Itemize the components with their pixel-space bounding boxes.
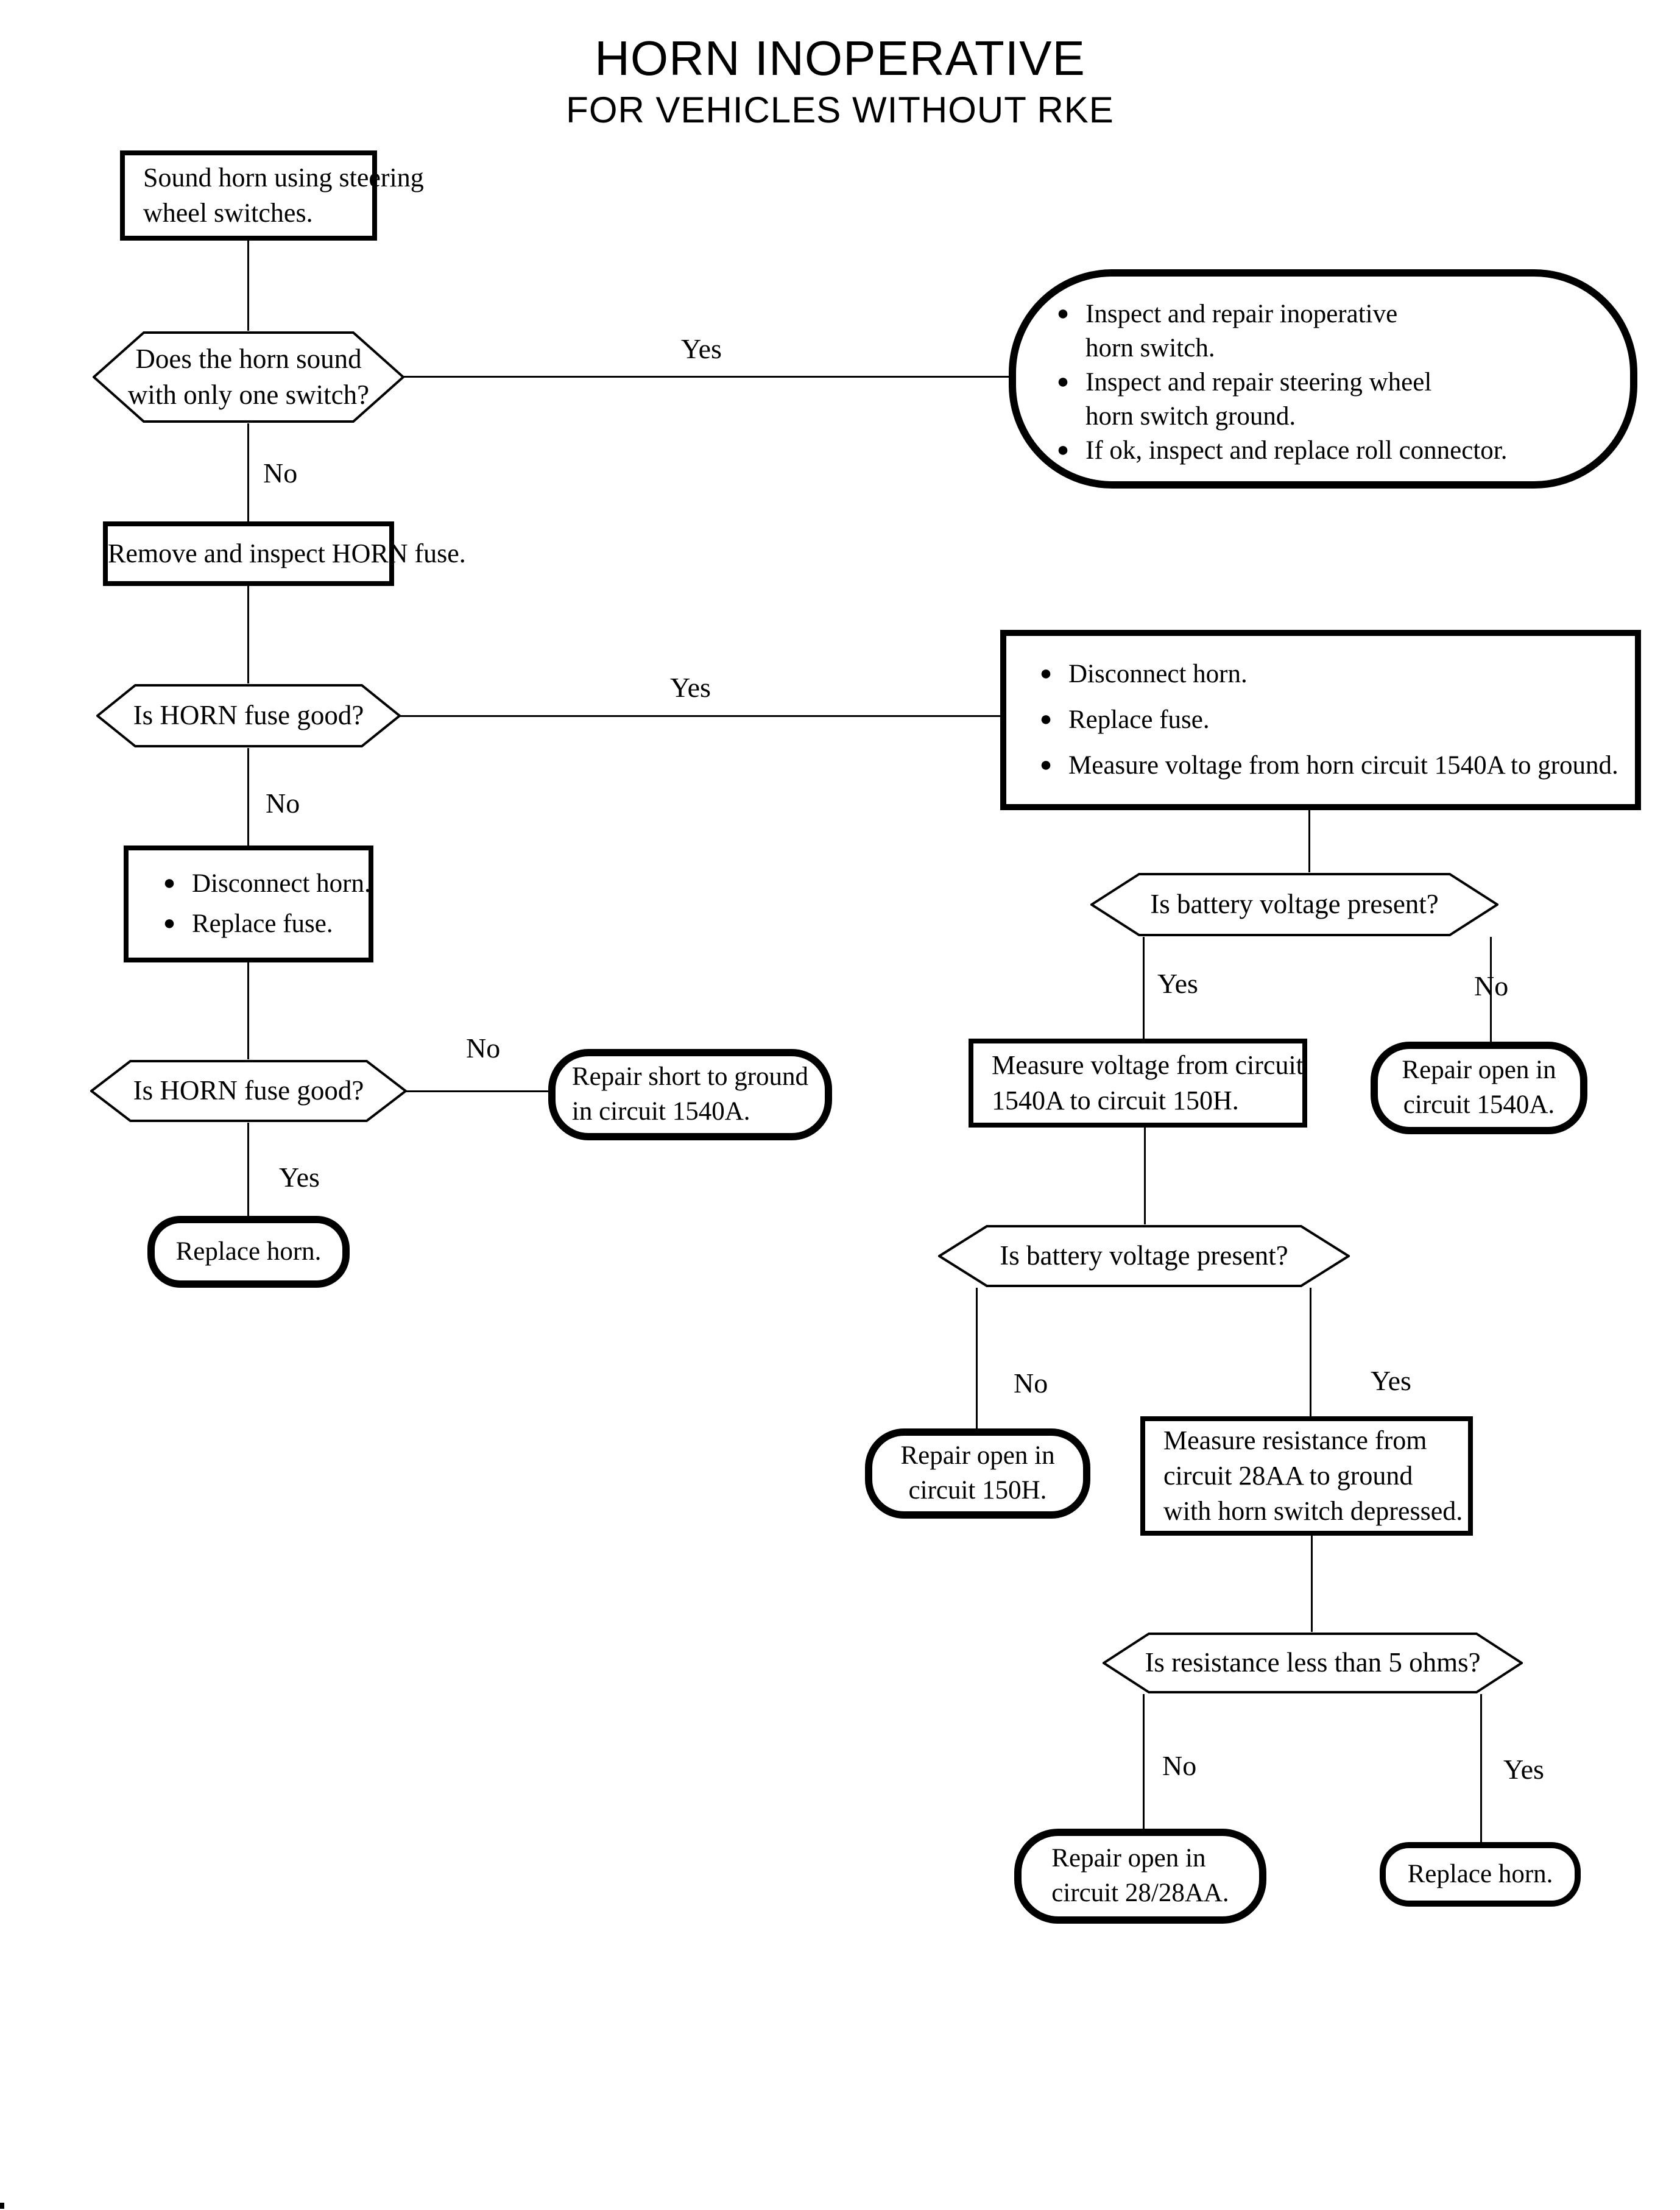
bullet-icon: ● xyxy=(163,912,176,935)
label-no-qres: No xyxy=(1162,1750,1197,1781)
label-no-qbatt2: No xyxy=(1014,1368,1048,1399)
node-remove-inspect-fuse: Remove and inspect HORN fuse. xyxy=(103,521,466,586)
bullet-icon: ● xyxy=(1039,753,1053,776)
bullet-item: ● If ok, inspect and replace roll connec… xyxy=(1040,434,1606,468)
scan-artifact xyxy=(0,2203,4,2209)
connector-qbatt2-yes xyxy=(1310,1288,1311,1416)
label-no-qbatt1: No xyxy=(1474,970,1509,1001)
terminal-replace-horn-1: Replace horn. xyxy=(147,1216,350,1288)
bullet-text: Measure voltage from horn circuit 1540A … xyxy=(1068,750,1618,780)
decision-resistance-less-5-ohms-text: Is resistance less than 5 ohms? xyxy=(1145,1647,1481,1678)
bullet-item: ● Replace fuse. xyxy=(147,907,362,941)
connector-q1-to-removefuse xyxy=(247,423,249,521)
terminal-replace-horn-2: Replace horn. xyxy=(1380,1842,1581,1907)
label-yes-q3: Yes xyxy=(279,1162,320,1193)
connector-q2-yes xyxy=(400,715,1000,717)
decision-battery-voltage-1-text: Is battery voltage present? xyxy=(1150,889,1439,920)
bullet-icon: ● xyxy=(1039,662,1053,685)
decision-battery-voltage-2-text: Is battery voltage present? xyxy=(1000,1240,1288,1271)
connector-q2-to-disconnect xyxy=(247,748,249,846)
connector-start-to-q1 xyxy=(247,241,249,331)
decision-fuse-good-2-text: Is HORN fuse good? xyxy=(133,1075,364,1106)
bullet-item: ● Disconnect horn. xyxy=(147,867,371,901)
connector-q1-yes xyxy=(402,376,1009,378)
bullet-icon: ● xyxy=(1056,302,1070,325)
connector-qbatt2-no xyxy=(976,1288,978,1428)
decision-fuse-good-1: Is HORN fuse good? xyxy=(96,683,401,748)
decision-resistance-less-5-ohms: Is resistance less than 5 ohms? xyxy=(1103,1632,1523,1694)
bullet-item: ● Disconnect horn. xyxy=(1023,657,1623,691)
label-no-q2: No xyxy=(266,788,300,819)
connector-measurevolt-to-qbatt2 xyxy=(1144,1128,1146,1224)
connector-qbatt1-no xyxy=(1490,937,1492,1042)
connector-qbatt1-yes xyxy=(1143,937,1145,1039)
label-yes-q2: Yes xyxy=(670,672,711,703)
bullet-text: Replace fuse. xyxy=(192,909,333,939)
bullet-text: If ok, inspect and replace roll connecto… xyxy=(1085,436,1508,465)
connector-removefuse-to-q2 xyxy=(247,586,249,683)
label-yes-qbatt1: Yes xyxy=(1157,968,1198,999)
label-yes-qbatt2: Yes xyxy=(1371,1365,1411,1396)
connector-qres-yes xyxy=(1480,1694,1482,1842)
label-no-q1: No xyxy=(263,457,298,489)
label-yes-qres: Yes xyxy=(1503,1754,1544,1785)
bullet-item: ● Replace fuse. xyxy=(1023,703,1623,737)
bullet-icon: ● xyxy=(1056,370,1070,393)
decision-fuse-good-1-text: Is HORN fuse good? xyxy=(133,700,364,731)
bullet-text: Disconnect horn. xyxy=(192,869,371,898)
connector-disconnect-to-q3 xyxy=(247,962,249,1059)
decision-battery-voltage-2: Is battery voltage present? xyxy=(938,1224,1350,1288)
label-no-q3: No xyxy=(466,1033,501,1064)
page-subtitle: FOR VEHICLES WITHOUT RKE xyxy=(566,90,1114,130)
label-yes-q1: Yes xyxy=(681,333,722,364)
decision-fuse-good-2: Is HORN fuse good? xyxy=(90,1059,407,1123)
connector-q3-to-replacehorn1 xyxy=(247,1123,249,1216)
bullet-text: Disconnect horn. xyxy=(1068,660,1248,689)
action-disconnect-replace: ● Disconnect horn. ● Replace fuse. xyxy=(124,846,373,962)
connector-actionsfuse-to-qbatt1 xyxy=(1308,810,1310,872)
terminal-replace-horn-1-text: Replace horn. xyxy=(175,1237,322,1266)
page-title: HORN INOPERATIVE xyxy=(595,31,1085,85)
bullet-icon: ● xyxy=(163,872,176,895)
connector-qres-no xyxy=(1143,1694,1145,1829)
terminal-replace-horn-2-text: Replace horn. xyxy=(1407,1859,1553,1888)
connector-q3-no xyxy=(406,1090,548,1092)
node-remove-inspect-fuse-text: Remove and inspect HORN fuse. xyxy=(108,538,466,568)
bullet-text: Replace fuse. xyxy=(1068,705,1210,735)
action-disconnect-replace-measure: ● Disconnect horn. ● Replace fuse. ● Mea… xyxy=(1000,630,1641,810)
bullet-icon: ● xyxy=(1056,438,1070,461)
bullet-item: ● Measure voltage from horn circuit 1540… xyxy=(1023,749,1623,783)
connector-measureres-to-qres xyxy=(1311,1536,1313,1632)
decision-battery-voltage-1: Is battery voltage present? xyxy=(1090,872,1498,937)
bullet-icon: ● xyxy=(1039,708,1053,731)
